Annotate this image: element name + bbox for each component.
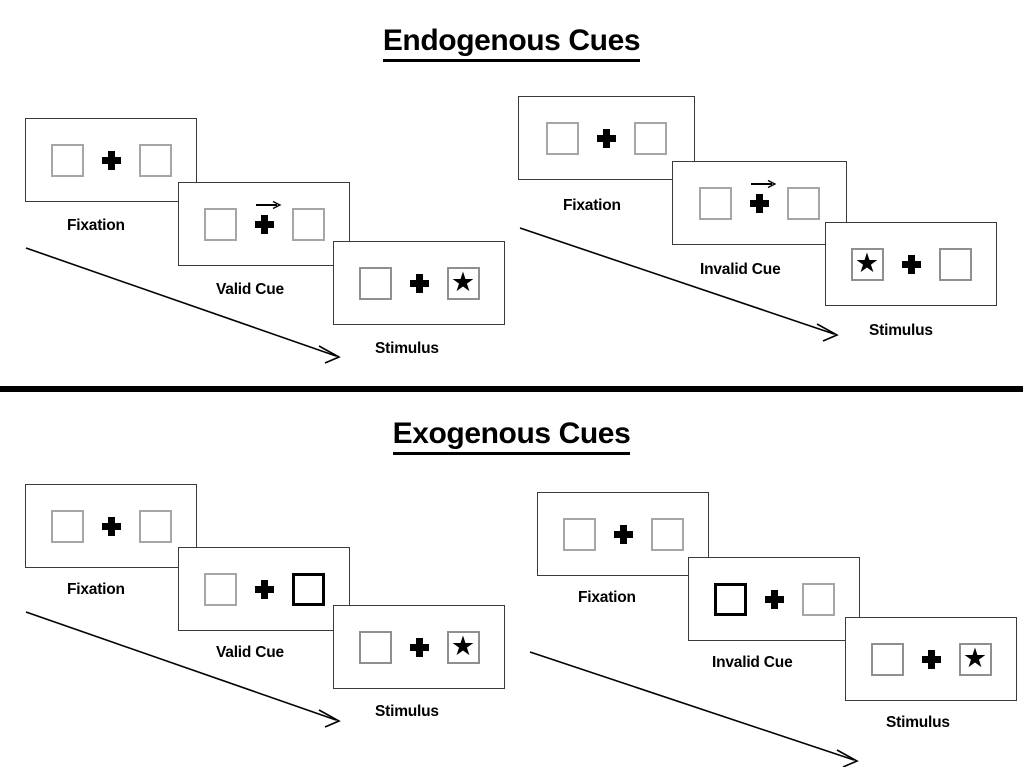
fixation-cross-icon	[409, 637, 429, 657]
placeholder-box-left	[358, 630, 392, 664]
placeholder-box-left	[50, 509, 84, 543]
fixation-cross-icon	[254, 579, 274, 599]
placeholder-box-left	[546, 121, 579, 155]
panel-content: ★	[826, 223, 996, 305]
fixation-cross-icon	[597, 128, 616, 148]
target-box-right: ★	[446, 630, 480, 664]
panel-content	[673, 162, 846, 244]
section-title-endogenous-text: Endogenous Cues	[382, 24, 641, 62]
panel-endogenous-valid-stimulus: ★	[333, 241, 505, 325]
placeholder-box-left	[562, 517, 596, 551]
star-icon: ★	[962, 642, 988, 673]
caption-endogenous-valid-cue: Valid Cue	[216, 281, 284, 298]
panel-content: ★	[334, 242, 504, 324]
fixation-cross-icon	[101, 150, 121, 170]
sequence-arrow-exogenous-valid	[25, 611, 341, 728]
section-title-endogenous: Endogenous Cues	[0, 24, 1023, 62]
panel-exogenous-invalid-fixation	[537, 492, 709, 576]
panel-exogenous-invalid-stimulus: ★	[845, 617, 1017, 701]
target-box-right: ★	[958, 642, 992, 676]
center-cluster	[409, 637, 429, 657]
center-cluster	[101, 516, 121, 536]
placeholder-box-left	[699, 186, 732, 220]
caption-endogenous-valid-stimulus: Stimulus	[375, 340, 439, 357]
caption-exogenous-valid-cue: Valid Cue	[216, 644, 284, 661]
fixation-cross-icon	[901, 254, 921, 274]
cued-box-right	[291, 572, 325, 606]
placeholder-box-right	[291, 207, 325, 241]
placeholder-box-left	[870, 642, 904, 676]
section-title-exogenous-text: Exogenous Cues	[392, 417, 631, 455]
caption-exogenous-invalid-stimulus: Stimulus	[886, 714, 950, 731]
fixation-cross-icon	[921, 649, 941, 669]
center-cluster	[409, 273, 429, 293]
panel-content	[26, 119, 196, 201]
center-cluster	[750, 179, 777, 213]
placeholder-box-left	[358, 266, 392, 300]
panel-content	[519, 97, 694, 179]
caption-endogenous-invalid-fixation: Fixation	[563, 197, 621, 214]
panel-content	[689, 558, 859, 640]
placeholder-box-right	[138, 509, 172, 543]
panel-endogenous-valid-fixation	[25, 118, 197, 202]
fixation-cross-icon	[409, 273, 429, 293]
center-cluster	[254, 200, 281, 234]
caption-exogenous-valid-stimulus: Stimulus	[375, 703, 439, 720]
panel-content	[179, 548, 349, 630]
placeholder-box-right	[650, 517, 684, 551]
fixation-cross-icon	[750, 193, 769, 213]
center-cluster	[101, 150, 121, 170]
section-divider	[0, 386, 1023, 392]
panel-exogenous-valid-stimulus: ★	[333, 605, 505, 689]
fixation-cross-icon	[101, 516, 121, 536]
star-icon: ★	[450, 266, 476, 297]
star-icon: ★	[854, 247, 880, 278]
panel-exogenous-invalid-cue	[688, 557, 860, 641]
right-arrow-icon	[751, 179, 777, 188]
sequence-arrow-exogenous-invalid	[529, 651, 859, 767]
center-cluster	[921, 649, 941, 669]
placeholder-box-left	[203, 207, 237, 241]
panel-content	[26, 485, 196, 567]
placeholder-box-left	[203, 572, 237, 606]
caption-exogenous-invalid-fixation: Fixation	[578, 589, 636, 606]
placeholder-box-left	[50, 143, 84, 177]
panel-endogenous-invalid-stimulus: ★	[825, 222, 997, 306]
placeholder-box-right	[787, 186, 820, 220]
sequence-arrow-endogenous-invalid	[519, 227, 839, 342]
caption-endogenous-invalid-stimulus: Stimulus	[869, 322, 933, 339]
caption-exogenous-valid-fixation: Fixation	[67, 581, 125, 598]
center-cluster	[764, 589, 784, 609]
panel-exogenous-valid-fixation	[25, 484, 197, 568]
panel-content	[538, 493, 708, 575]
fixation-cross-icon	[254, 214, 274, 234]
center-cluster	[613, 524, 633, 544]
panel-endogenous-invalid-fixation	[518, 96, 695, 180]
center-cluster	[901, 254, 921, 274]
center-cluster	[597, 128, 616, 148]
panel-content: ★	[846, 618, 1016, 700]
fixation-cross-icon	[613, 524, 633, 544]
caption-endogenous-invalid-cue: Invalid Cue	[700, 261, 781, 278]
placeholder-box-right	[634, 121, 667, 155]
section-title-exogenous: Exogenous Cues	[0, 417, 1023, 455]
caption-endogenous-valid-fixation: Fixation	[67, 217, 125, 234]
sequence-arrow-endogenous-valid	[25, 247, 341, 364]
panel-endogenous-valid-cue	[178, 182, 350, 266]
panel-content: ★	[334, 606, 504, 688]
target-box-right: ★	[446, 266, 480, 300]
placeholder-box-right	[938, 247, 972, 281]
center-cluster	[254, 579, 274, 599]
caption-exogenous-invalid-cue: Invalid Cue	[712, 654, 793, 671]
panel-endogenous-invalid-cue	[672, 161, 847, 245]
fixation-cross-icon	[764, 589, 784, 609]
panel-exogenous-valid-cue	[178, 547, 350, 631]
star-icon: ★	[450, 630, 476, 661]
placeholder-box-right	[138, 143, 172, 177]
target-box-left: ★	[850, 247, 884, 281]
panel-content	[179, 183, 349, 265]
placeholder-box-right	[801, 582, 835, 616]
right-arrow-icon	[255, 200, 281, 209]
cued-box-left	[713, 582, 747, 616]
